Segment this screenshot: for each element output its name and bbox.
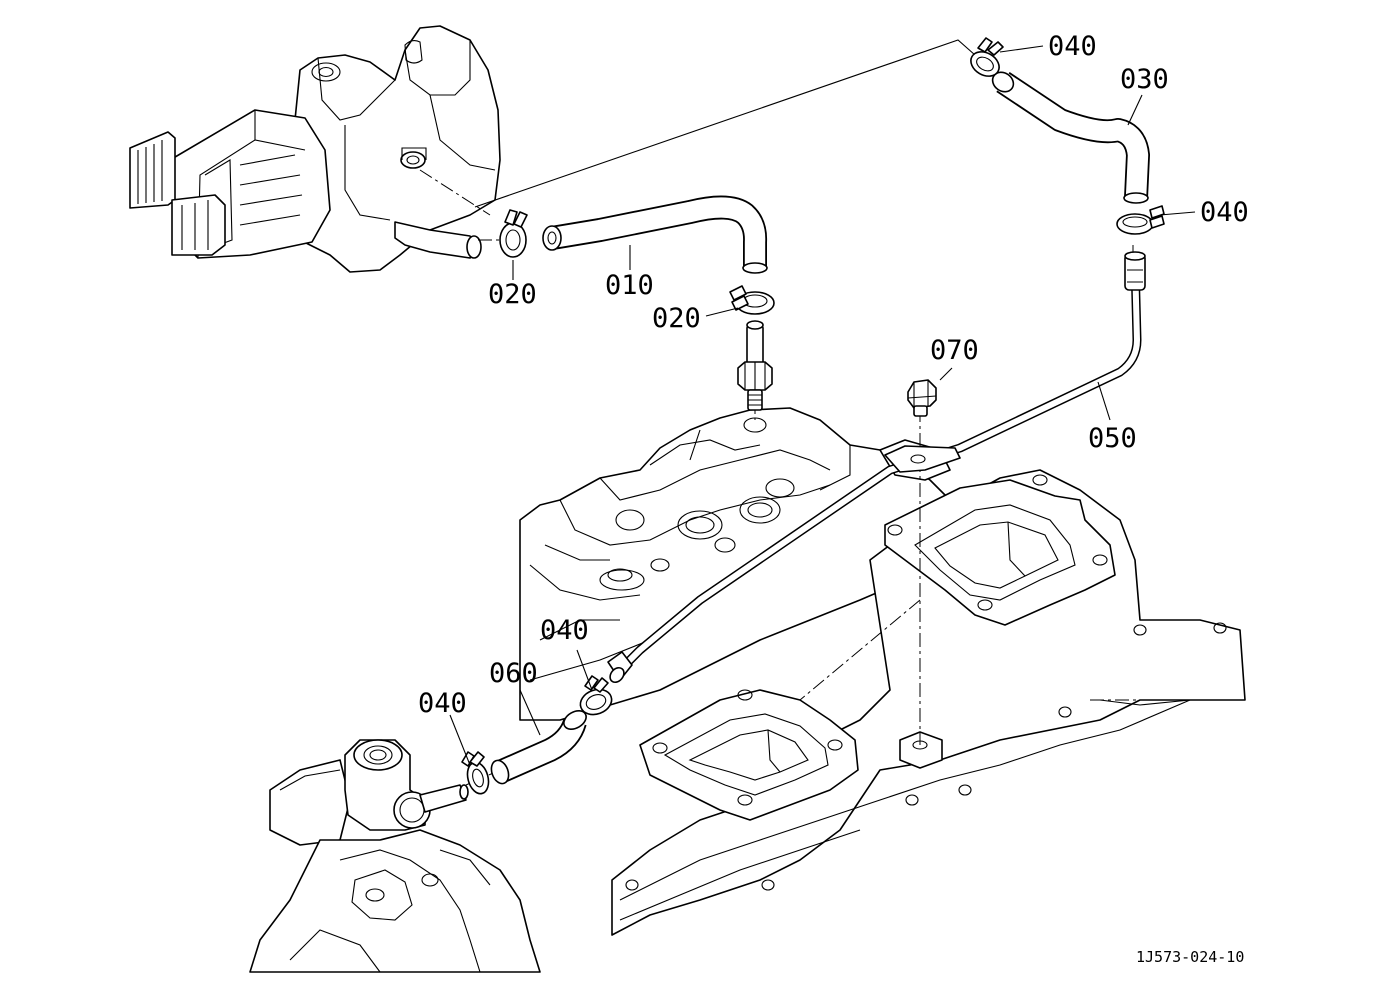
hose-030 xyxy=(991,71,1150,204)
hose-010 xyxy=(542,195,768,274)
label-010: 010 xyxy=(605,270,654,301)
clamp-040-right xyxy=(1116,205,1165,235)
hose-060 xyxy=(490,710,587,785)
bolt-070 xyxy=(907,379,937,417)
clamp-020-left xyxy=(499,209,528,258)
label-040-right: 040 xyxy=(1200,197,1249,228)
egr-valve-assembly xyxy=(129,25,501,273)
label-020-lower: 020 xyxy=(652,303,701,334)
label-040-mid: 040 xyxy=(540,615,589,646)
clamp-040-top xyxy=(970,37,1004,77)
label-060: 060 xyxy=(489,658,538,689)
clamp-020-lower xyxy=(729,285,775,315)
figure-code: 1J573-024-10 xyxy=(1136,948,1244,966)
water-flange xyxy=(249,739,541,973)
clamp-040-mid xyxy=(579,675,613,716)
label-030: 030 xyxy=(1120,64,1169,95)
hose-fitting xyxy=(737,320,773,411)
part-labels: 040 030 040 020 010 020 070 050 040 060 … xyxy=(418,31,1249,719)
intake-manifold xyxy=(611,469,1246,936)
label-070: 070 xyxy=(930,335,979,366)
label-040-top: 040 xyxy=(1048,31,1097,62)
label-020-left: 020 xyxy=(488,279,537,310)
pipe-050 xyxy=(607,251,1146,684)
leader-lines xyxy=(449,45,1196,766)
label-050: 050 xyxy=(1088,423,1137,454)
label-040-bottom: 040 xyxy=(418,688,467,719)
